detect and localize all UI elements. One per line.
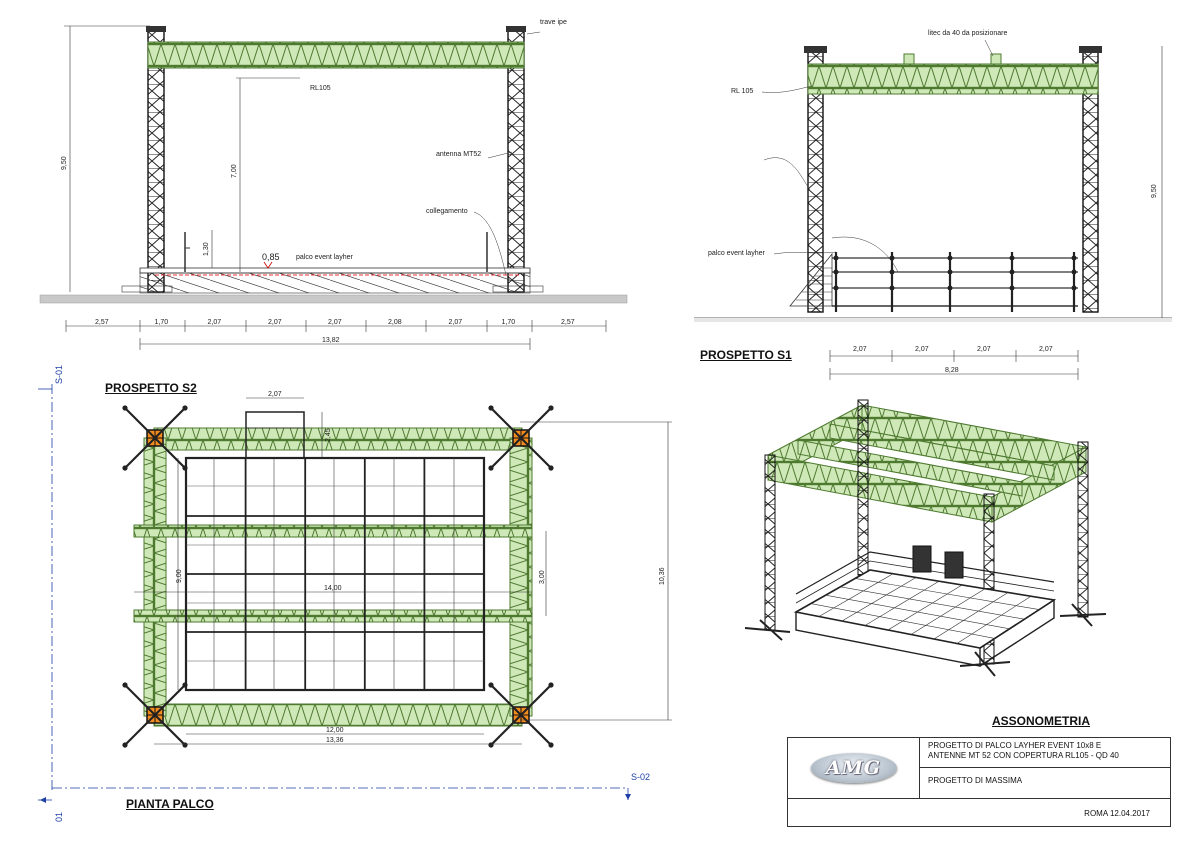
project-phase: PROGETTO DI MASSIMA <box>928 776 1023 785</box>
dim-s2-span: 2,07 <box>448 319 463 326</box>
label-antenna: antenna MT52 <box>436 151 482 158</box>
dim-s1-span: 2,07 <box>1039 346 1053 353</box>
axis-s01-bottom: 01 <box>54 811 64 822</box>
dim-plan-inner-w: 14,00 <box>324 585 342 592</box>
dim-s2-span: 1,70 <box>154 319 169 326</box>
desc-line-2: ANTENNE MT 52 CON COPERTURA RL105 - QD 4… <box>928 751 1119 760</box>
dim-s2-span: 2,07 <box>207 319 222 326</box>
title-assonometria: ASSONOMETRIA <box>992 714 1091 728</box>
dim-s2-span: 2,07 <box>328 319 342 326</box>
axis-s01-top: S-01 <box>54 364 64 384</box>
dim-s1-span: 2,07 <box>915 346 929 353</box>
dim-s2-height-total: 9,50 <box>61 156 68 170</box>
axis-s02: S-02 <box>631 772 651 782</box>
amg-logo: AMG <box>788 738 920 798</box>
dim-s2-span: 2,08 <box>388 319 402 326</box>
title-prospetto-s2: PROSPETTO S2 <box>105 381 197 395</box>
title-prospetto-s1: PROSPETTO S1 <box>700 348 792 362</box>
dim-s2-span: 2,57 <box>561 319 575 326</box>
dim-s2-span: 2,57 <box>95 319 109 326</box>
dim-s2-span: 2,07 <box>268 319 282 326</box>
dim-plan-deck-w: 12,00 <box>326 727 344 734</box>
desc-line-1: PROGETTO DI PALCO LAYHER EVENT 10x8 E <box>928 741 1102 750</box>
project-date: ROMA 12.04.2017 <box>1084 809 1150 818</box>
label-collegamento: collegamento <box>426 208 468 215</box>
dim-s2-height-inner: 7,00 <box>231 164 238 178</box>
dim-s2-span: 1,70 <box>501 319 516 326</box>
dim-s2-overall: 13,82 <box>322 337 340 344</box>
plan-view <box>38 384 672 801</box>
dim-s1-span: 2,07 <box>977 346 991 353</box>
title-block: AMG PROGETTO DI PALCO LAYHER EVENT 10x8 … <box>787 737 1171 827</box>
dim-plan-total-h: 10,36 <box>659 567 666 585</box>
elevation-s1 <box>694 39 1172 380</box>
label-rl105-s2: RL105 <box>310 85 331 92</box>
label-palco-s1: palco event layher <box>708 250 765 257</box>
dim-plan-stair-width: 2,07 <box>268 391 282 398</box>
axonometric-view <box>744 399 1107 677</box>
label-palco-s2: palco event layher <box>296 254 353 261</box>
dim-plan-total-w: 13,36 <box>326 737 344 744</box>
dim-plan-stair-depth: 2,45 <box>325 428 332 442</box>
title-block-footer: ROMA 12.04.2017 <box>788 798 1170 826</box>
title-pianta-palco: PIANTA PALCO <box>126 797 214 811</box>
elevation-s2 <box>39 25 628 345</box>
logo-text: AMG <box>826 757 881 779</box>
s2-dim-ticks <box>65 320 607 350</box>
dim-plan-bay: 3,00 <box>539 570 546 584</box>
dim-plan-inner-h: 9,00 <box>176 569 183 583</box>
label-litec: litec da 40 da posizionare <box>928 30 1008 37</box>
dim-s1-overall: 8,28 <box>945 367 959 374</box>
dim-s2-deck-height: 0,85 <box>262 252 280 262</box>
project-description: PROGETTO DI PALCO LAYHER EVENT 10x8 E AN… <box>920 738 1170 768</box>
label-trave-ipe: trave ipe <box>540 19 567 26</box>
label-rl105-s1: RL 105 <box>731 88 754 95</box>
dim-s1-span: 2,07 <box>853 346 867 353</box>
dim-s2-rail-height: 1,30 <box>203 242 210 256</box>
dim-s1-height-total: 9,50 <box>1151 184 1158 198</box>
